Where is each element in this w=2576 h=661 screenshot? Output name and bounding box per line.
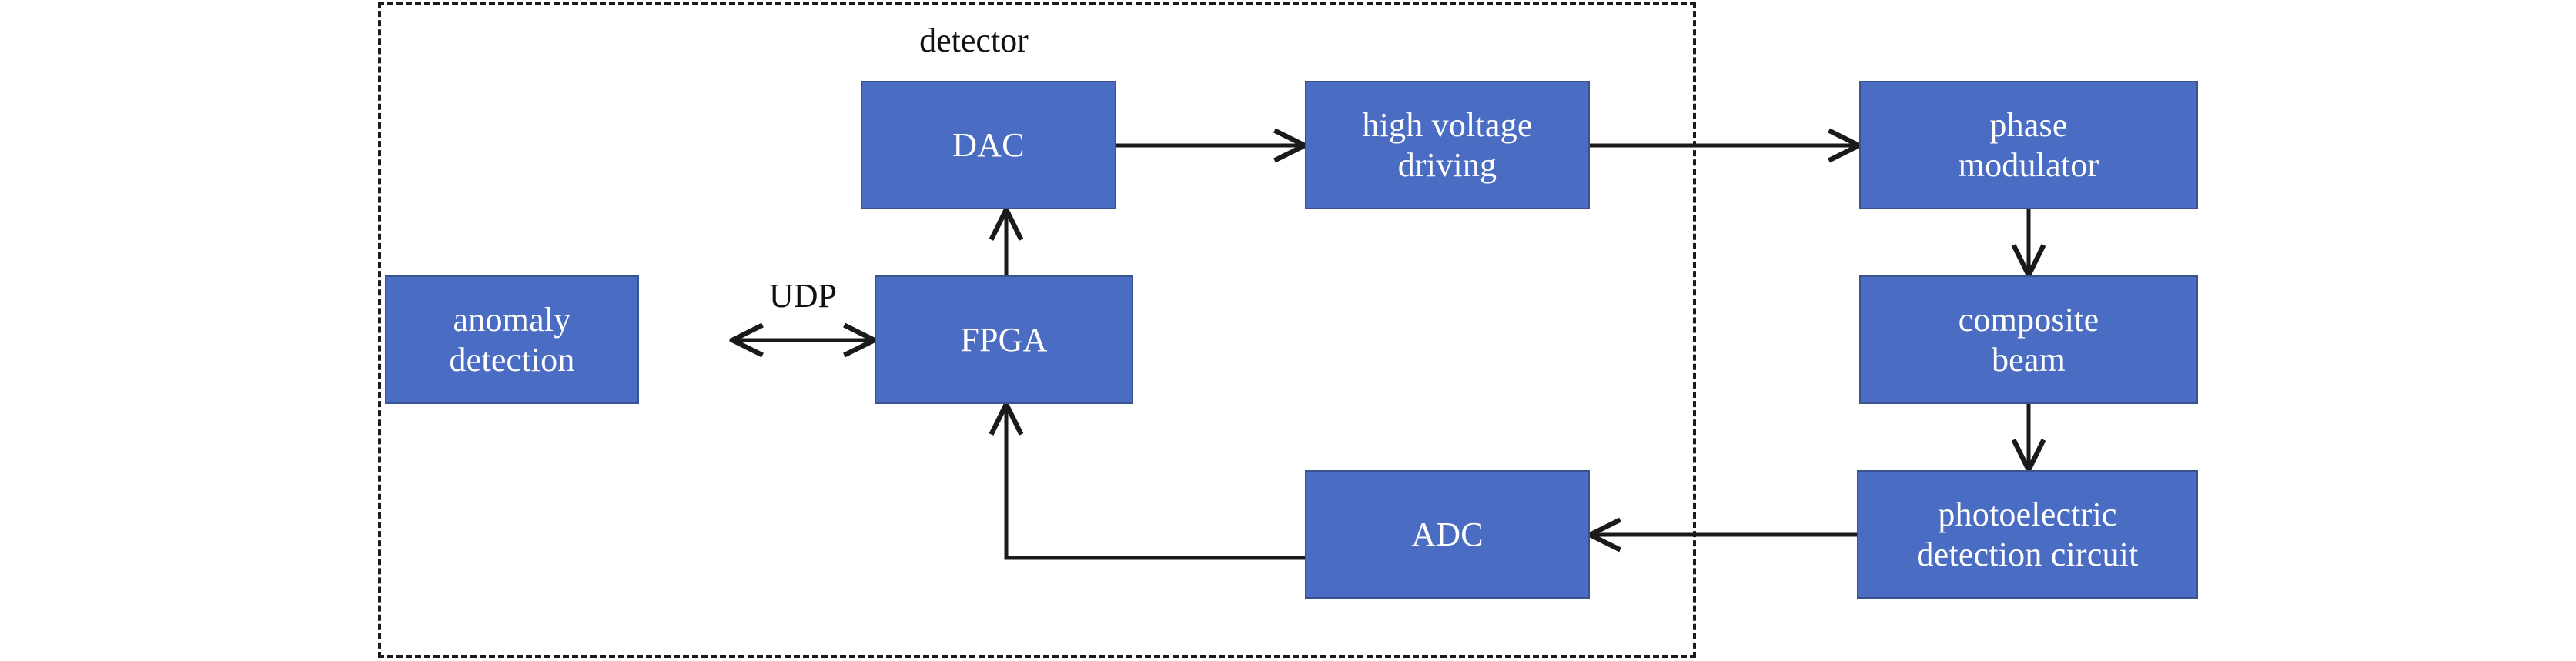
node-anomaly-detection[interactable]: anomaly detection: [385, 275, 639, 404]
node-composite-beam[interactable]: composite beam: [1859, 275, 2198, 404]
edge-adc-to-fpga: [1006, 406, 1305, 560]
node-dac[interactable]: DAC: [861, 81, 1116, 209]
node-high-voltage-driving[interactable]: high voltage driving: [1305, 81, 1590, 209]
node-phase-modulator[interactable]: phase modulator: [1859, 81, 2198, 209]
node-fpga[interactable]: FPGA: [875, 275, 1133, 404]
node-adc[interactable]: ADC: [1305, 470, 1590, 599]
node-photoelectric-detection-circuit[interactable]: photoelectric detection circuit: [1857, 470, 2198, 599]
detector-boundary-region: [378, 2, 1696, 658]
edge-label-udp: UDP: [768, 276, 838, 315]
detector-region-label: detector: [919, 21, 1029, 59]
